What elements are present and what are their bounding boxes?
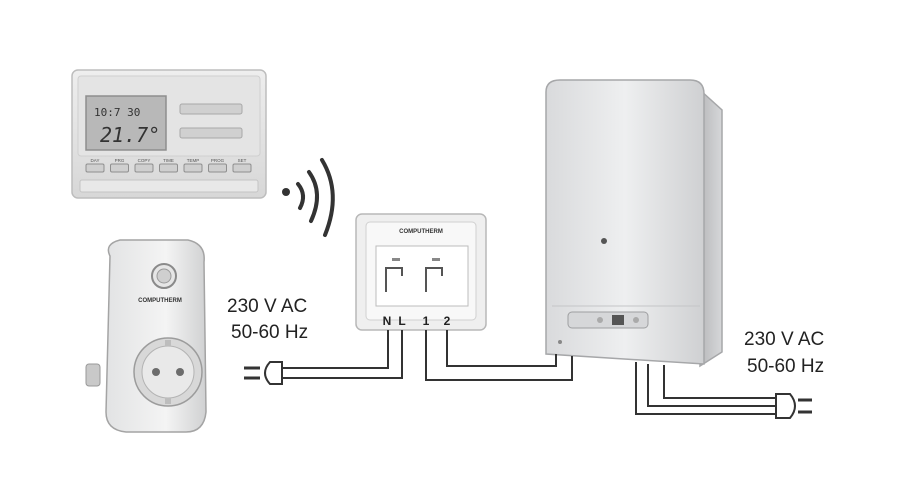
thermostat-button xyxy=(85,163,105,173)
wiring xyxy=(282,330,776,415)
room-thermostat: 10:7 30 21.7° DAY PRG COPY TIME TEMP PROG SET xyxy=(71,69,267,199)
cable-terminal-2 xyxy=(446,330,557,367)
cable-l xyxy=(282,330,403,379)
left-frequency-label: 50-60 Hz xyxy=(231,322,308,343)
cable-terminal-1 xyxy=(425,330,573,381)
left-voltage-label: 230 V AC xyxy=(227,296,307,317)
thermostat-button xyxy=(183,163,203,173)
thermostat-display-temp: 21.7° xyxy=(100,123,160,147)
thermostat-button-label: DAY xyxy=(91,158,100,163)
terminal-label-2: 2 xyxy=(444,314,451,328)
thermostat-button xyxy=(232,163,252,173)
cable-boiler-power-3 xyxy=(663,365,776,399)
boiler-control-panel xyxy=(567,311,649,329)
thermostat-button-label: SET xyxy=(238,158,247,163)
right-voltage-label: 230 V AC xyxy=(744,329,824,350)
wireless-signal-icon xyxy=(282,158,335,237)
terminal-label-1: 1 xyxy=(423,314,430,328)
cable-boiler-power-2 xyxy=(647,364,776,407)
thermostat-button-label: COPY xyxy=(138,158,151,163)
cable-n xyxy=(282,330,389,369)
thermostat-upper-panel xyxy=(179,103,243,115)
power-plug-left-icon xyxy=(244,361,283,385)
cable-boiler-power-1 xyxy=(635,362,776,415)
thermostat-button xyxy=(110,163,129,173)
thermostat-lower-panel xyxy=(179,127,243,139)
receiver-led-right xyxy=(425,258,443,292)
thermostat-lcd-screen xyxy=(85,95,167,151)
receiver-led-left xyxy=(385,258,403,292)
thermostat-button-label: PROG xyxy=(211,158,225,163)
terminal-label-l: L xyxy=(398,314,405,328)
thermostat-display-time: 10:7 30 xyxy=(94,106,140,119)
plug-adapter-brand-logo: COMPUTHERM xyxy=(138,298,182,304)
thermostat-button xyxy=(159,163,178,173)
plug-socket-adapter: COMPUTHERM xyxy=(85,239,207,433)
thermostat-button xyxy=(208,163,227,173)
terminal-label-n: N xyxy=(383,314,392,328)
boiler-indicator-dot xyxy=(601,238,607,244)
power-plug-right-icon xyxy=(775,393,812,419)
gas-boiler xyxy=(545,79,723,368)
thermostat-button-label: PRG xyxy=(115,158,125,163)
thermostat-button-label: TEMP xyxy=(187,158,200,163)
receiver-brand-logo: COMPUTHERM xyxy=(399,229,443,235)
thermostat-button xyxy=(134,163,154,173)
receiver-unit: COMPUTHERM N L 1 2 xyxy=(355,213,487,331)
right-frequency-label: 50-60 Hz xyxy=(747,356,824,377)
thermostat-button-label: TIME xyxy=(163,158,174,163)
